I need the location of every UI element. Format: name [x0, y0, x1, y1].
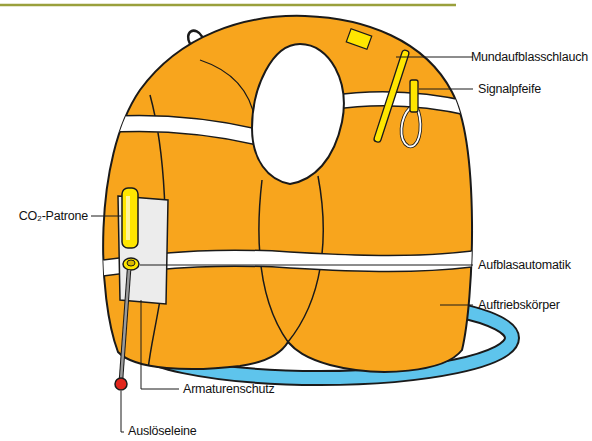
part-label: Mundaufblasschlauch	[471, 49, 588, 65]
release-cord	[121, 270, 129, 380]
reflector-patch	[346, 29, 371, 50]
leader-line	[419, 89, 473, 90]
part-label: Auftriebskörper	[478, 297, 560, 313]
leader-line	[140, 265, 473, 266]
neck-opening	[252, 44, 344, 184]
buoyancy-body	[103, 16, 472, 372]
release-knob	[115, 378, 127, 390]
oral-tube	[373, 49, 409, 142]
auto-inflator-cap	[127, 260, 135, 266]
signal-whistle	[410, 80, 418, 112]
auto-inflator	[123, 258, 139, 270]
highlight	[126, 196, 130, 240]
leader-line	[141, 300, 179, 389]
strap	[90, 116, 262, 146]
leader-line	[396, 57, 473, 58]
seam	[200, 60, 255, 120]
lanyard	[401, 108, 420, 147]
part-label: Armaturenschutz	[183, 381, 274, 397]
part-label: CO₂-Patrone	[19, 208, 88, 224]
top-rule	[0, 4, 456, 7]
release-cord	[121, 270, 129, 380]
leader-line	[91, 216, 121, 217]
part-label: Auslöseleine	[128, 423, 196, 439]
lanyard	[401, 108, 420, 147]
co2-cartridge	[122, 188, 138, 248]
leader-line	[121, 391, 124, 432]
part-label: Aufblasautomatik	[478, 257, 571, 273]
part-label: Signalpfeife	[478, 81, 541, 97]
leader-line	[440, 305, 473, 306]
